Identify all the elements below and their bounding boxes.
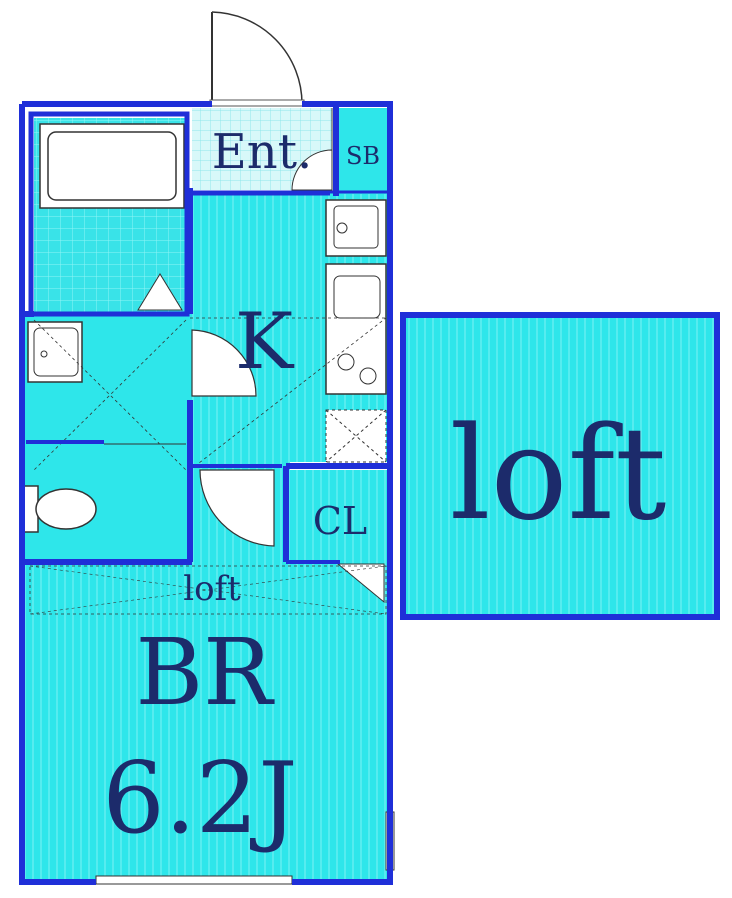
washing-machine <box>325 199 387 257</box>
kitchen-counter <box>325 263 387 395</box>
label-loft-small: loft <box>183 569 241 609</box>
bathtub <box>39 123 185 209</box>
balcony-window <box>95 875 293 885</box>
label-loft-large: loft <box>450 400 667 549</box>
toilet <box>23 485 97 533</box>
loft-large-wall <box>400 312 720 620</box>
label-closet: CL <box>313 499 367 543</box>
entrance-door <box>209 11 305 107</box>
closet-floor <box>290 470 388 562</box>
label-bedroom-size: 6.2J <box>102 742 297 856</box>
bedroom-door <box>199 469 275 547</box>
loft-outline <box>29 565 387 615</box>
fridge-space <box>325 409 387 463</box>
label-entrance: Ent. <box>212 124 313 180</box>
label-shoe-box: SB <box>346 142 380 170</box>
bath-door <box>137 273 183 311</box>
closet-door <box>336 563 385 604</box>
walls <box>19 101 393 885</box>
loft-large-floor <box>404 316 716 616</box>
washroom-door <box>191 329 257 397</box>
shoebox-floor <box>338 108 388 194</box>
label-bedroom: BR <box>136 619 276 726</box>
label-kitchen: K <box>235 297 295 387</box>
washbasin <box>27 321 83 383</box>
